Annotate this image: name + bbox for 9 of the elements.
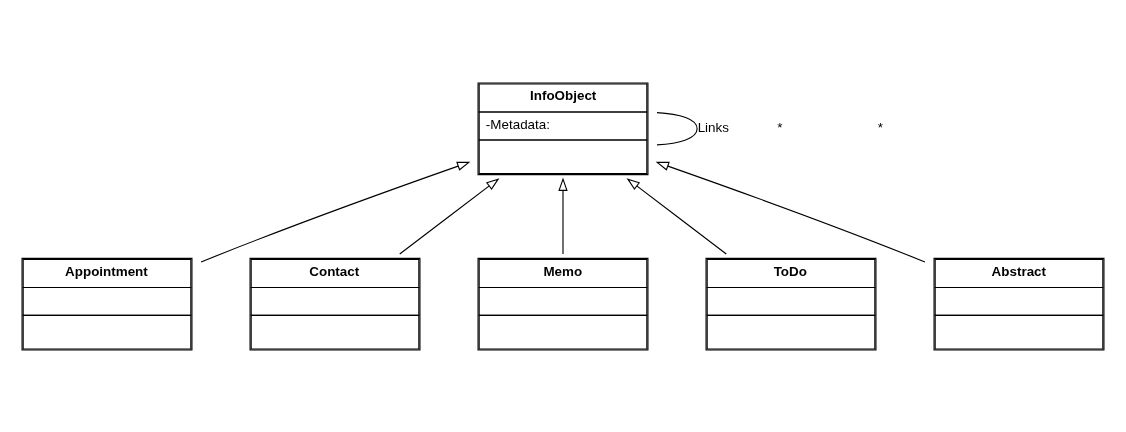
label: * [877,119,884,135]
label: * [777,119,783,135]
arrow [626,177,727,254]
arrow [200,161,471,263]
arrow [558,177,568,254]
arrow [399,177,500,254]
connector [656,111,698,145]
arrow [655,161,926,263]
edge-label: Links [697,119,729,135]
